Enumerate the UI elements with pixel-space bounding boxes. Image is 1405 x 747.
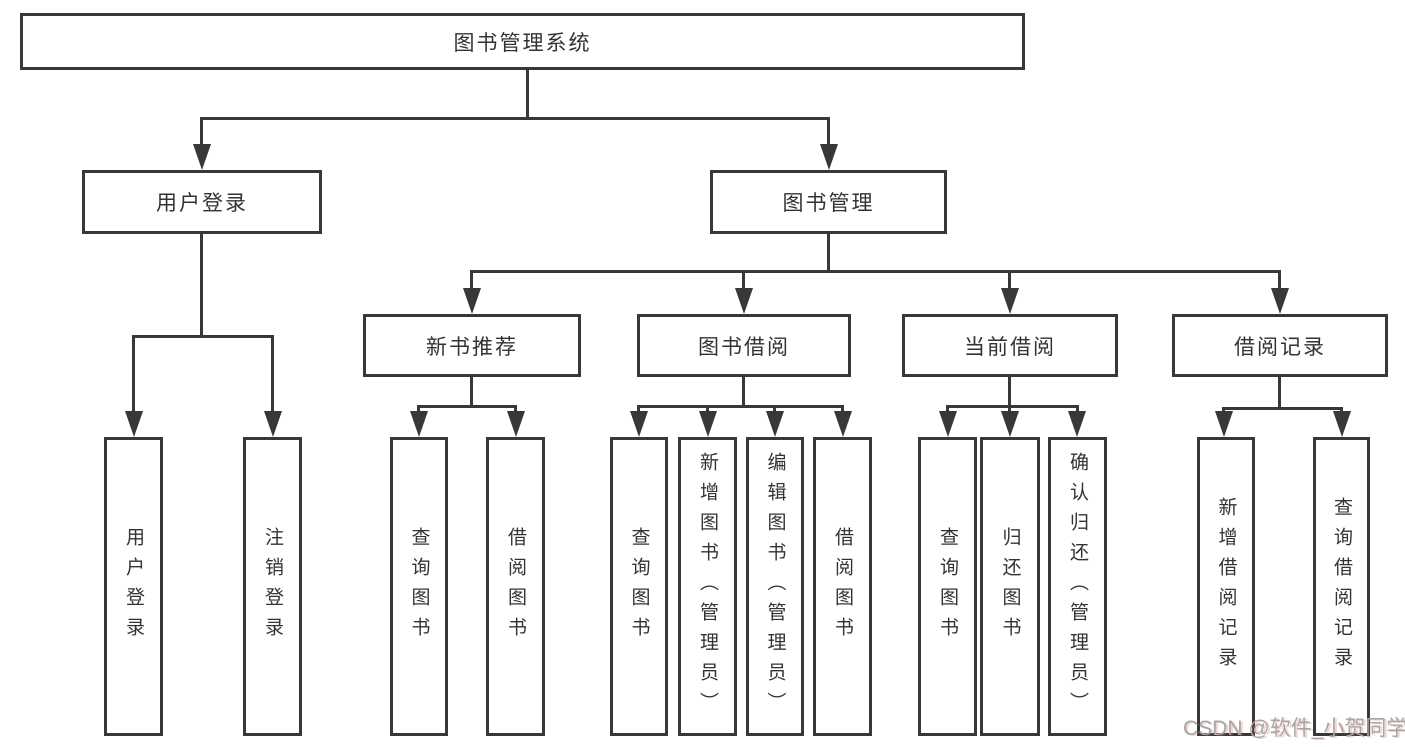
connector-line xyxy=(132,335,274,338)
arrow-down-icon xyxy=(630,411,648,437)
connector-line xyxy=(132,335,135,413)
arrow-down-icon xyxy=(1068,411,1086,437)
connector-line xyxy=(470,270,473,290)
leaf-user-login: 用户登录 xyxy=(104,437,163,736)
leaf-borrow-books-recommend-label: 借阅图书 xyxy=(505,526,526,647)
connector-line xyxy=(773,405,776,414)
leaf-query-books-borrow: 查询图书 xyxy=(610,437,668,736)
leaf-query-books-recommend-label: 查询图书 xyxy=(408,526,430,647)
connector-line xyxy=(742,377,745,405)
node-user-login: 用户登录 xyxy=(82,170,322,234)
leaf-query-borrow-record: 查询借阅记录 xyxy=(1313,437,1370,736)
arrow-down-icon xyxy=(1215,411,1233,437)
connector-line xyxy=(1076,405,1079,414)
leaf-edit-book-admin-label: 编辑图书（管理员） xyxy=(764,451,786,722)
node-root: 图书管理系统 xyxy=(20,13,1025,70)
arrow-down-icon xyxy=(834,411,852,437)
node-book-management: 图书管理 xyxy=(710,170,947,234)
arrow-down-icon xyxy=(939,411,957,437)
connector-line xyxy=(514,405,517,414)
arrow-down-icon xyxy=(1001,288,1019,314)
node-borrow-records: 借阅记录 xyxy=(1172,314,1388,377)
arrow-down-icon xyxy=(125,411,143,437)
watermark: CSDN @软件_小贺同学 xyxy=(1183,717,1405,740)
node-new-book-recommend: 新书推荐 xyxy=(363,314,581,377)
arrow-down-icon xyxy=(735,288,753,314)
connector-line xyxy=(526,70,529,117)
arrow-down-icon xyxy=(766,411,784,437)
leaf-add-borrow-record: 新增借阅记录 xyxy=(1197,437,1255,736)
leaf-logout-login-label: 注销登录 xyxy=(262,526,283,647)
node-borrow-records-label: 借阅记录 xyxy=(1234,335,1326,359)
connector-line xyxy=(200,117,830,120)
leaf-logout-login: 注销登录 xyxy=(243,437,302,736)
connector-line xyxy=(1222,407,1343,410)
connector-line xyxy=(841,405,844,414)
node-current-borrow-label: 当前借阅 xyxy=(964,335,1056,359)
connector-line xyxy=(1278,377,1281,407)
node-new-book-recommend-label: 新书推荐 xyxy=(426,335,518,359)
leaf-return-book-label: 归还图书 xyxy=(999,526,1021,647)
connector-line xyxy=(742,270,745,290)
leaf-query-books-recommend: 查询图书 xyxy=(390,437,448,736)
arrow-down-icon xyxy=(463,288,481,314)
arrow-down-icon xyxy=(1271,288,1289,314)
leaf-edit-book-admin: 编辑图书（管理员） xyxy=(746,437,804,736)
arrow-down-icon xyxy=(410,411,428,437)
arrow-down-icon xyxy=(507,411,525,437)
leaf-confirm-return-admin: 确认归还（管理员） xyxy=(1048,437,1107,736)
arrow-down-icon xyxy=(820,144,838,170)
connector-line xyxy=(827,234,830,270)
leaf-borrow-books-recommend: 借阅图书 xyxy=(486,437,545,736)
connector-line xyxy=(1008,377,1011,405)
node-book-borrow-label: 图书借阅 xyxy=(698,335,790,359)
leaf-query-borrow-record-label: 查询借阅记录 xyxy=(1331,496,1352,677)
leaf-return-book: 归还图书 xyxy=(980,437,1040,736)
leaf-query-books-current-label: 查询图书 xyxy=(937,526,958,647)
leaf-confirm-return-admin-label: 确认归还（管理员） xyxy=(1067,451,1088,722)
connector-line xyxy=(1008,405,1011,414)
node-root-label: 图书管理系统 xyxy=(453,31,592,55)
leaf-user-login-label: 用户登录 xyxy=(123,526,144,647)
leaf-add-book-admin-label: 新增图书（管理员） xyxy=(697,451,718,722)
connector-line xyxy=(946,405,949,414)
node-book-management-label: 图书管理 xyxy=(782,192,875,215)
node-current-borrow: 当前借阅 xyxy=(902,314,1118,377)
connector-line xyxy=(470,377,473,405)
connector-line xyxy=(706,405,709,414)
arrow-down-icon xyxy=(1333,411,1351,437)
connector-line xyxy=(1340,407,1343,414)
connector-line xyxy=(200,117,203,148)
connector-line xyxy=(271,335,274,413)
node-book-borrow: 图书借阅 xyxy=(637,314,851,377)
arrow-down-icon xyxy=(699,411,717,437)
connector-line xyxy=(827,117,830,148)
connector-line xyxy=(470,270,1281,273)
connector-line xyxy=(1222,407,1225,414)
leaf-query-books-borrow-label: 查询图书 xyxy=(628,526,650,647)
connector-line xyxy=(637,405,844,408)
connector-line xyxy=(417,405,517,408)
leaf-query-books-current: 查询图书 xyxy=(918,437,977,736)
leaf-borrow-books-label: 借阅图书 xyxy=(832,526,853,647)
connector-line xyxy=(1008,270,1011,290)
connector-line xyxy=(946,405,1079,408)
node-user-login-label: 用户登录 xyxy=(156,192,248,215)
connector-line xyxy=(1278,270,1281,290)
arrow-down-icon xyxy=(264,411,282,437)
arrow-down-icon xyxy=(193,144,211,170)
connector-line xyxy=(637,405,640,414)
leaf-borrow-books: 借阅图书 xyxy=(813,437,872,736)
connector-line xyxy=(200,234,203,335)
connector-line xyxy=(417,405,420,414)
arrow-down-icon xyxy=(1001,411,1019,437)
leaf-add-borrow-record-label: 新增借阅记录 xyxy=(1215,496,1237,677)
leaf-add-book-admin: 新增图书（管理员） xyxy=(678,437,737,736)
